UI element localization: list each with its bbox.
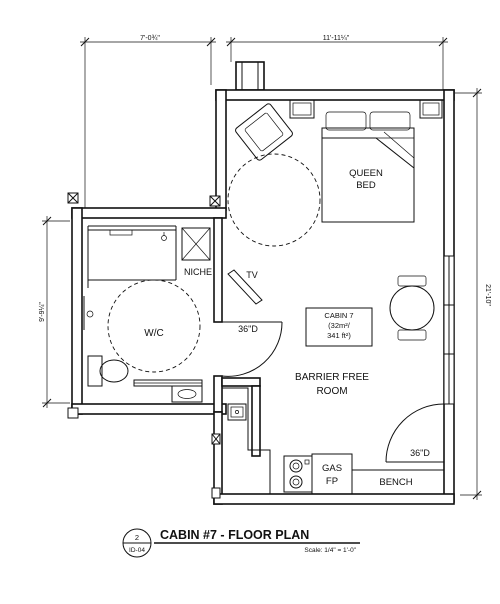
cooktop (283, 455, 313, 493)
wc-label: W/C (144, 328, 163, 339)
drawing-tag (122, 528, 152, 558)
cabin-box-line3: 341 ft²) (327, 331, 351, 340)
bench-label: BENCH (379, 477, 412, 488)
turn-circle-right-label: 36"D (410, 448, 430, 458)
gas-label: GAS (322, 463, 342, 474)
dining-table (389, 275, 435, 341)
grab-bar (83, 296, 94, 330)
shower (87, 225, 177, 288)
kitchen-counter (222, 387, 271, 494)
tv-label: TV (246, 270, 258, 280)
plan-scale: Scale: 1/4" = 1'-0" (304, 547, 356, 554)
dim-left: 9'-9¼" (39, 302, 46, 322)
turning-circle-wc (107, 279, 201, 373)
queen-bed (321, 111, 415, 223)
armchair (235, 103, 293, 161)
bed-label-bed: BED (356, 180, 376, 191)
dimension-lines (42, 37, 482, 500)
nightstands (289, 99, 443, 119)
fp-label: FP (326, 476, 338, 487)
dim-right: 21'-10" (484, 284, 491, 306)
cabin-info-box (305, 307, 373, 347)
wc-vanity (133, 379, 203, 403)
walls (71, 61, 455, 505)
turning-circle-bedroom (227, 153, 321, 247)
drawing-tag-number: 2 (135, 533, 139, 542)
room-label-line2: ROOM (316, 386, 347, 397)
drawing-tag-sheet: ID-04 (129, 547, 145, 554)
bench (351, 469, 445, 495)
toilet (87, 355, 129, 387)
gas-fireplace (311, 453, 353, 495)
room-label-line1: BARRIER FREE (295, 372, 369, 383)
plan-title: CABIN #7 - FLOOR PLAN (160, 528, 309, 542)
niche (181, 227, 211, 261)
niche-label: NICHE (184, 267, 212, 277)
dim-top-left: 7'-0¾" (140, 35, 160, 42)
swing-door-wc (221, 321, 283, 377)
bed-label-queen: QUEEN (349, 168, 383, 179)
tv (227, 269, 263, 305)
entry-door (385, 403, 445, 463)
post-markers (67, 192, 221, 499)
cabin-box-line1: CABIN 7 (324, 311, 353, 320)
turn-circle-left-label: 36"D (238, 324, 258, 334)
dim-top-right: 11'-11¼" (323, 35, 350, 42)
cabin-box-line2: (32m²/ (328, 321, 351, 330)
